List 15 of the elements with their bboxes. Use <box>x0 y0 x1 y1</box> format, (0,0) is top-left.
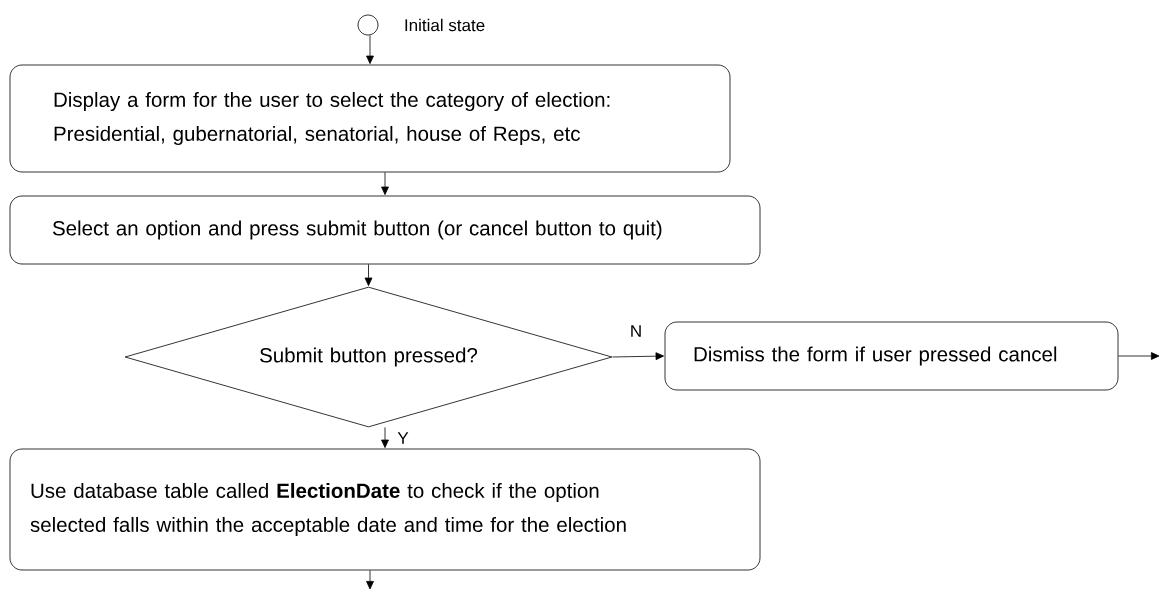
arrow <box>364 264 373 286</box>
process-box: Display a form for the user to select the category of election: Presidential, gubernatorial, senatorial, house of Reps, etc <box>9 64 731 173</box>
process-box: Dismiss the form if user pressed cancel <box>664 321 1119 391</box>
edge-label: N <box>627 323 645 339</box>
arrow <box>381 427 389 448</box>
process-box: Use database table called ElectionDate to check if the option selected falls within the acceptable date and time for the election <box>9 448 761 571</box>
arrow <box>1118 352 1160 360</box>
arrow <box>381 172 389 195</box>
state-label: Initial state <box>405 18 485 32</box>
arrow <box>612 352 664 361</box>
initial-state-circle <box>357 14 379 36</box>
edge-label: Y <box>395 430 411 446</box>
arrow <box>366 35 374 64</box>
arrow <box>366 570 374 590</box>
process-box: Select an option and press submit button (or cancel button to quit) <box>9 195 761 265</box>
